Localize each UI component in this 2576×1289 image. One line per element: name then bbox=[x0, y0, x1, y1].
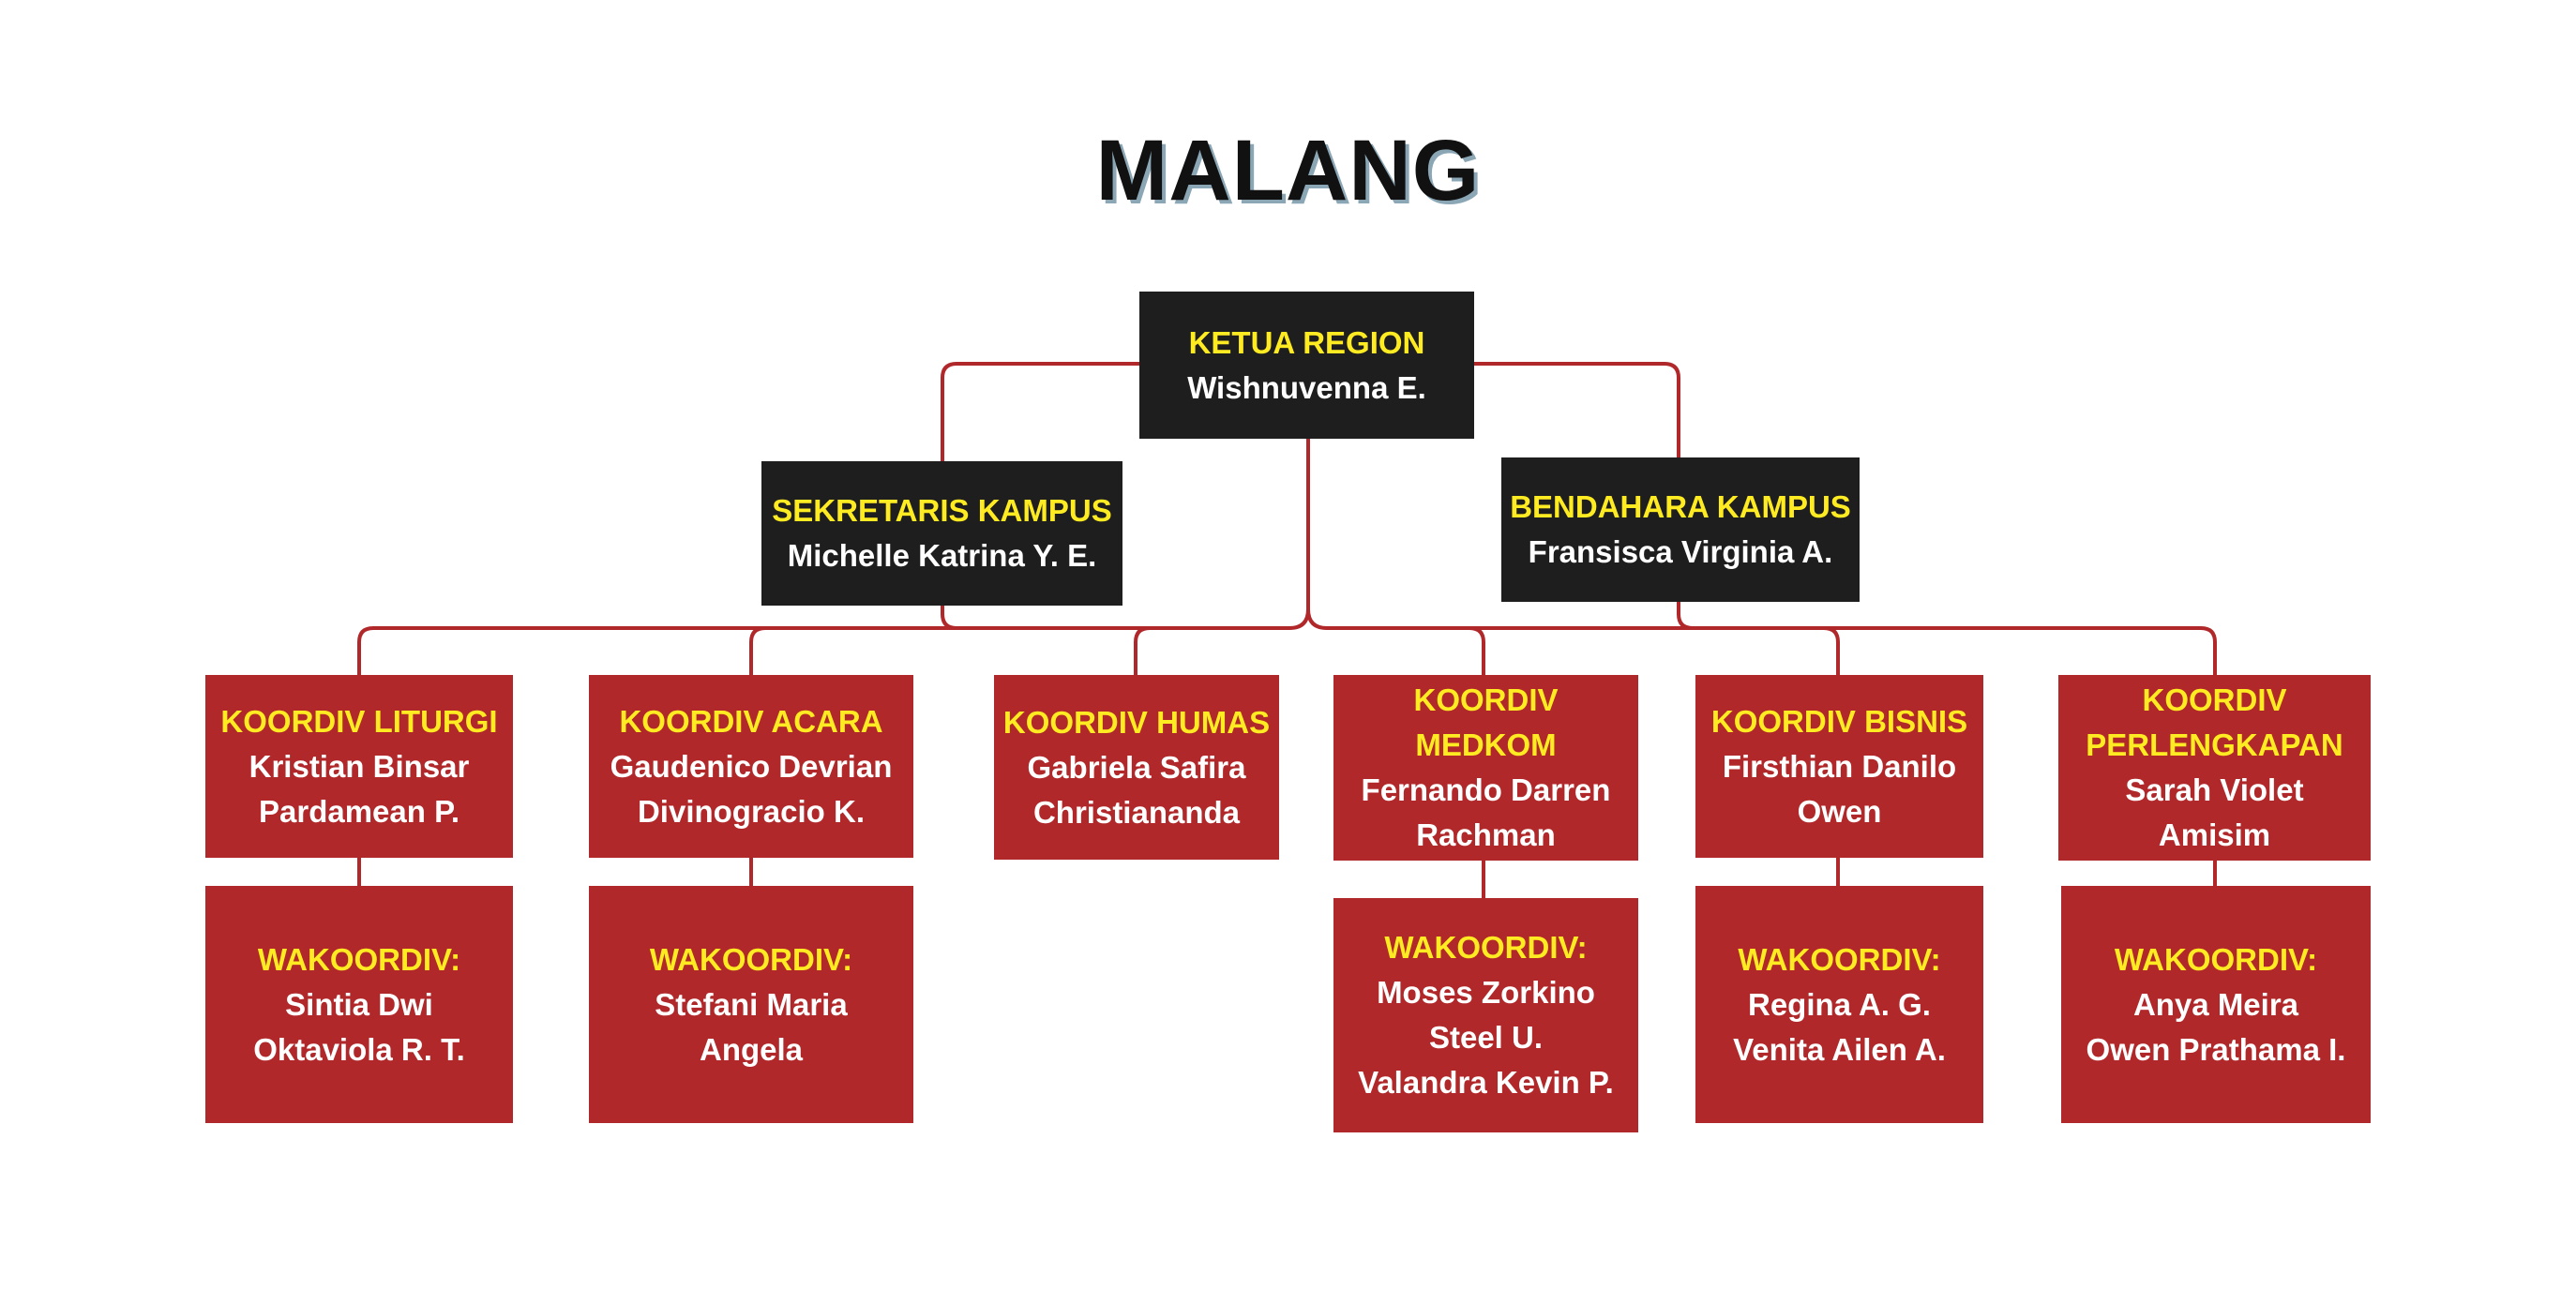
connector-ketua-sekretaris bbox=[941, 362, 1139, 461]
connector-drop-humas bbox=[1134, 626, 1151, 675]
person-name: Fernando Darren bbox=[1361, 772, 1611, 807]
role-label: SEKRETARIS KAMPUS bbox=[772, 493, 1112, 528]
role-label: WAKOORDIV: bbox=[257, 941, 461, 977]
connector-bendahara-bus bbox=[1677, 602, 1694, 630]
role-label: KOORDIV LITURGI bbox=[220, 703, 498, 739]
chart-title: MALANG bbox=[1095, 123, 1481, 218]
role-label: KOORDIV HUMAS bbox=[1002, 704, 1271, 740]
person-name: Pardamean P. bbox=[258, 793, 460, 829]
wakoordiv-liturgi-box: WAKOORDIV: Sintia Dwi Oktaviola R. T. bbox=[205, 886, 513, 1123]
person-name: Firsthian Danilo bbox=[1722, 748, 1957, 784]
person-name: Gabriela Safira bbox=[1027, 749, 1246, 785]
person-name: Steel U. bbox=[1428, 1020, 1544, 1055]
koordiv-liturgi-box: KOORDIV LITURGI Kristian Binsar Pardamea… bbox=[205, 675, 513, 858]
person-name: Wishnuvenna E. bbox=[1187, 369, 1426, 405]
person-name: Christiananda bbox=[1032, 794, 1241, 830]
role-label: MEDKOM bbox=[1415, 727, 1557, 762]
role-label: KOORDIV ACARA bbox=[619, 703, 883, 739]
connector-ketua-bendahara bbox=[1474, 362, 1680, 457]
person-name: Amisim bbox=[2158, 817, 2271, 852]
wakoordiv-acara-box: WAKOORDIV: Stefani Maria Angela bbox=[589, 886, 913, 1123]
role-label: KOORDIV bbox=[1413, 682, 1559, 717]
person-name: Angela bbox=[699, 1031, 804, 1067]
connector-bus-right bbox=[1306, 608, 2217, 675]
person-name: Kristian Binsar bbox=[249, 748, 470, 784]
wakoordiv-medkom-box: WAKOORDIV: Moses Zorkino Steel U. Valand… bbox=[1333, 898, 1638, 1132]
person-name: Divinogracio K. bbox=[637, 793, 866, 829]
role-label: PERLENGKAPAN bbox=[2086, 727, 2343, 762]
bendahara-kampus-box: BENDAHARA KAMPUS Fransisca Virginia A. bbox=[1501, 457, 1860, 602]
wakoordiv-bisnis-box: WAKOORDIV: Regina A. G. Venita Ailen A. bbox=[1695, 886, 1983, 1123]
person-name: Rachman bbox=[1416, 817, 1556, 852]
role-label: WAKOORDIV: bbox=[1738, 941, 1941, 977]
koordiv-bisnis-box: KOORDIV BISNIS Firsthian Danilo Owen bbox=[1695, 675, 1983, 858]
koordiv-perlengkapan-box: KOORDIV PERLENGKAPAN Sarah Violet Amisim bbox=[2058, 675, 2371, 861]
person-name: Fransisca Virginia A. bbox=[1528, 534, 1833, 569]
role-label: KOORDIV bbox=[2142, 682, 2287, 717]
person-name: Owen Prathama I. bbox=[2086, 1031, 2346, 1067]
person-name: Venita Ailen A. bbox=[1733, 1031, 1946, 1067]
role-label: WAKOORDIV: bbox=[1384, 930, 1588, 965]
person-name: Regina A. G. bbox=[1748, 986, 1931, 1022]
person-name: Michelle Katrina Y. E. bbox=[787, 538, 1097, 573]
person-name: Valandra Kevin P. bbox=[1358, 1065, 1614, 1100]
connector-drop-bisnis bbox=[1823, 626, 1840, 675]
person-name: Owen bbox=[1797, 793, 1882, 829]
koordiv-acara-box: KOORDIV ACARA Gaudenico Devrian Divinogr… bbox=[589, 675, 913, 858]
person-name: Anya Meira bbox=[2132, 986, 2299, 1022]
connector-sekretaris-bus bbox=[941, 606, 957, 630]
connector-ketua-trunk bbox=[357, 439, 1310, 675]
person-name: Gaudenico Devrian bbox=[610, 748, 893, 784]
role-label: BENDAHARA KAMPUS bbox=[1510, 489, 1851, 524]
role-label: KETUA REGION bbox=[1188, 324, 1425, 360]
wakoordiv-perlengkapan-box: WAKOORDIV: Anya Meira Owen Prathama I. bbox=[2061, 886, 2371, 1123]
person-name: Sarah Violet bbox=[2125, 772, 2304, 807]
connector-drop-medkom bbox=[1469, 626, 1485, 675]
person-name: Oktaviola R. T. bbox=[253, 1031, 465, 1067]
koordiv-medkom-box: KOORDIV MEDKOM Fernando Darren Rachman bbox=[1333, 675, 1638, 861]
person-name: Moses Zorkino bbox=[1377, 975, 1595, 1010]
role-label: KOORDIV BISNIS bbox=[1710, 703, 1968, 739]
role-label: WAKOORDIV: bbox=[649, 941, 853, 977]
person-name: Sintia Dwi bbox=[285, 986, 433, 1022]
role-label: WAKOORDIV: bbox=[2114, 941, 2318, 977]
ketua-region-box: KETUA REGION Wishnuvenna E. bbox=[1139, 292, 1474, 439]
connector-drop-acara bbox=[749, 626, 766, 675]
person-name: Stefani Maria bbox=[655, 986, 848, 1022]
sekretaris-kampus-box: SEKRETARIS KAMPUS Michelle Katrina Y. E. bbox=[761, 461, 1122, 606]
koordiv-humas-box: KOORDIV HUMAS Gabriela Safira Christiana… bbox=[994, 675, 1279, 860]
